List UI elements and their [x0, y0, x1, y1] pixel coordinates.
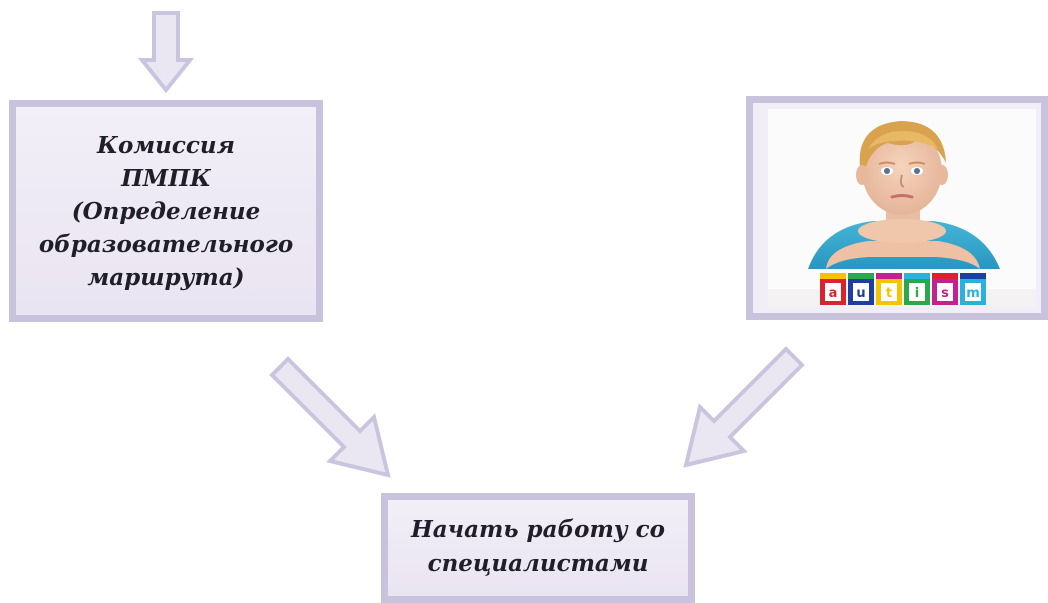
- cube-letter: i: [915, 286, 919, 301]
- cube-top: [848, 273, 874, 279]
- cube-letter: u: [856, 286, 865, 301]
- commission-box: Комиссия ПМПК (Определение образовательн…: [9, 100, 323, 322]
- commission-label: Комиссия ПМПК (Определение образовательн…: [38, 131, 294, 291]
- arrow-down-left-icon: [683, 346, 805, 468]
- cube-letter: t: [886, 286, 892, 301]
- start-work-label: Начать работу со специалистами: [411, 516, 665, 577]
- cube-top: [932, 273, 958, 279]
- cube-top: [960, 273, 986, 279]
- cube-face: [965, 283, 981, 301]
- cube-letter: m: [966, 286, 980, 301]
- cube-top: [876, 273, 902, 279]
- cube-top: [820, 273, 846, 279]
- cube-letter: s: [941, 286, 949, 301]
- arrow-down-right-icon: [269, 356, 391, 478]
- cube-face: [853, 283, 869, 301]
- cube-face: [881, 283, 897, 301]
- cube-face: [909, 283, 925, 301]
- cube-face: [825, 283, 841, 301]
- cube-face: [937, 283, 953, 301]
- cube-top: [904, 273, 930, 279]
- start-work-box: Начать работу со специалистами: [381, 493, 695, 603]
- cube-letter: a: [829, 286, 838, 301]
- arrow-down-icon: [137, 11, 195, 94]
